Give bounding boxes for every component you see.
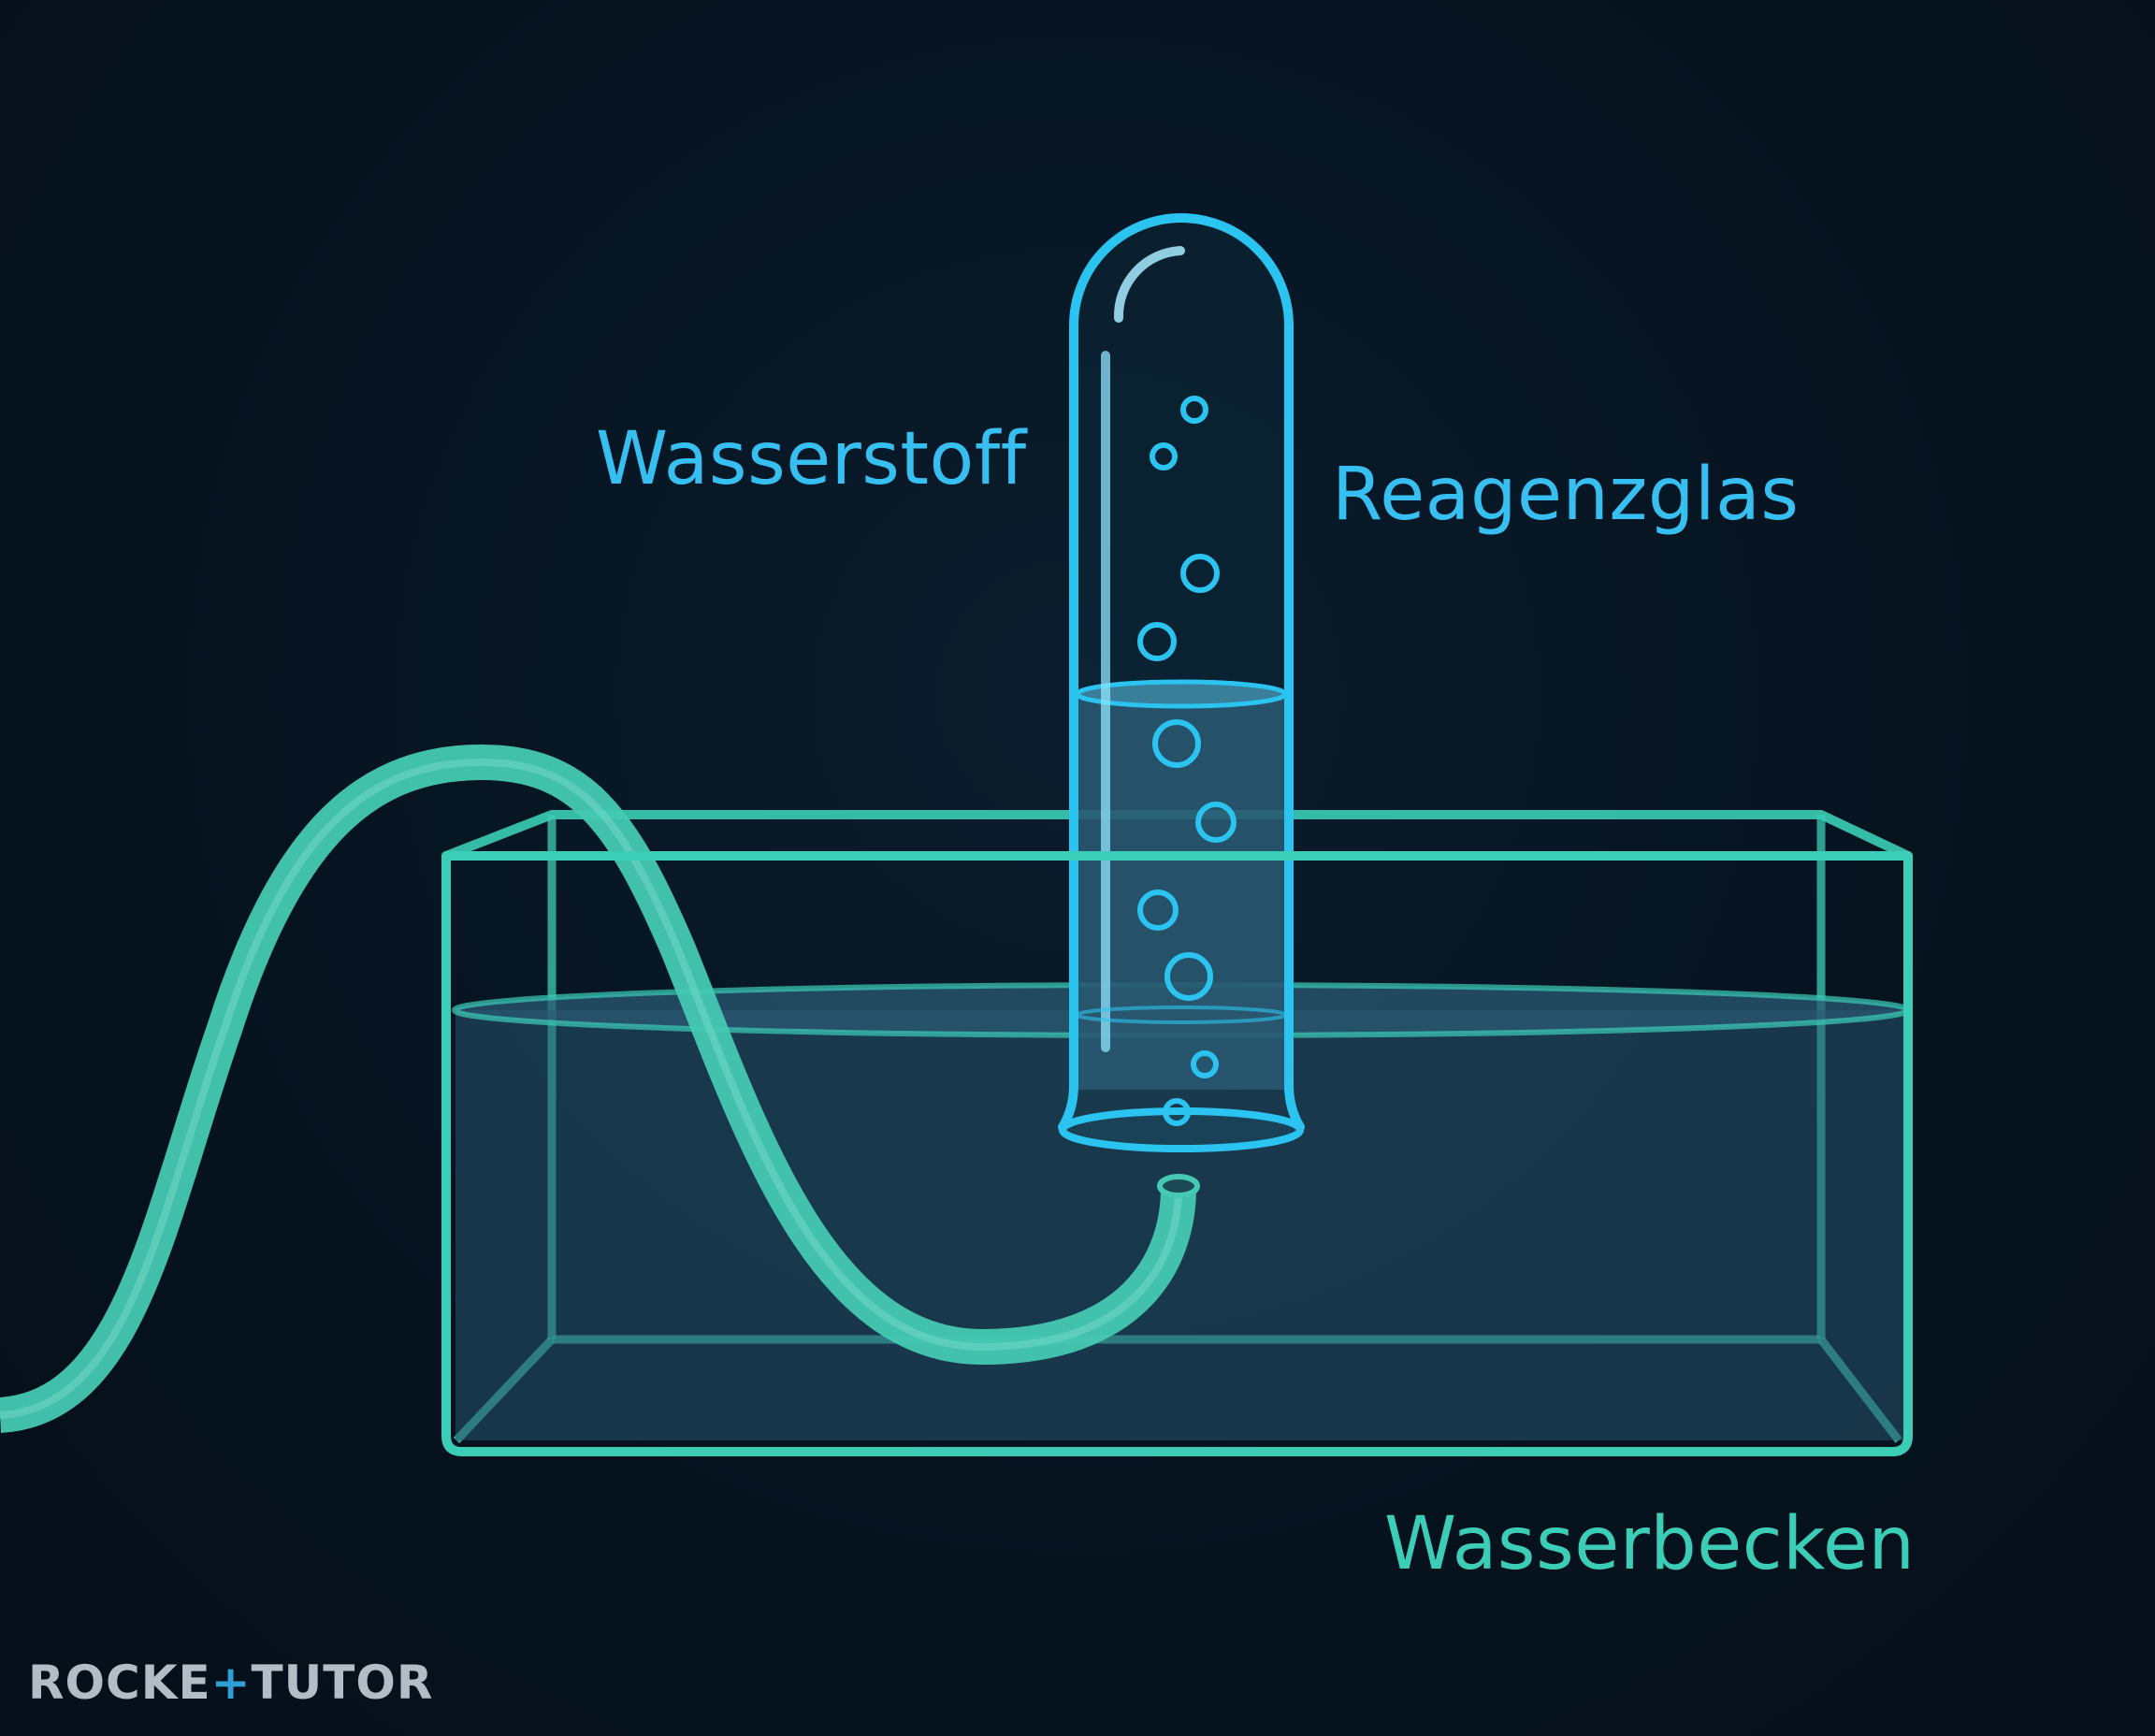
- logo-text-part: TUTO: [251, 1656, 397, 1710]
- basin-front-frame: [441, 851, 1913, 1456]
- label-gas: Wasserstoff: [596, 417, 1027, 501]
- tube-top-highlight: [1113, 246, 1185, 323]
- bubble: [1195, 802, 1237, 843]
- logo-text-part: ROCKE: [28, 1656, 211, 1710]
- bubbles: [1137, 396, 1237, 1126]
- brand-logo: ROCKE+TUTOR: [28, 1659, 433, 1706]
- logo-plus: +: [210, 1656, 252, 1710]
- label-water-basin: Wasserbecken: [1384, 1502, 1916, 1586]
- label-test-tube: Reagenzglas: [1332, 453, 1800, 537]
- tube-mouth: [1059, 1107, 1304, 1152]
- bubble: [1180, 554, 1220, 593]
- bubble: [1163, 1098, 1191, 1126]
- tube-outline: [1069, 213, 1305, 1132]
- test-tube: [1058, 213, 1305, 1152]
- basin-front: [441, 851, 1913, 1456]
- bubble: [1180, 396, 1208, 424]
- bubble: [1137, 890, 1179, 931]
- logo-text-part: R: [396, 1656, 434, 1710]
- hose-opening: [1157, 1174, 1200, 1198]
- hose-body: [0, 745, 1196, 1433]
- bubble: [1191, 1050, 1219, 1078]
- tube-liquid: [1078, 694, 1285, 1090]
- hose-highlight: [0, 758, 1182, 1419]
- hose: [0, 745, 1200, 1433]
- bubble: [1152, 719, 1201, 768]
- bubble: [1150, 442, 1178, 470]
- bubble: [1164, 952, 1213, 1001]
- tube-liquid-bottom-line: [1076, 1005, 1287, 1024]
- bubble: [1137, 622, 1177, 661]
